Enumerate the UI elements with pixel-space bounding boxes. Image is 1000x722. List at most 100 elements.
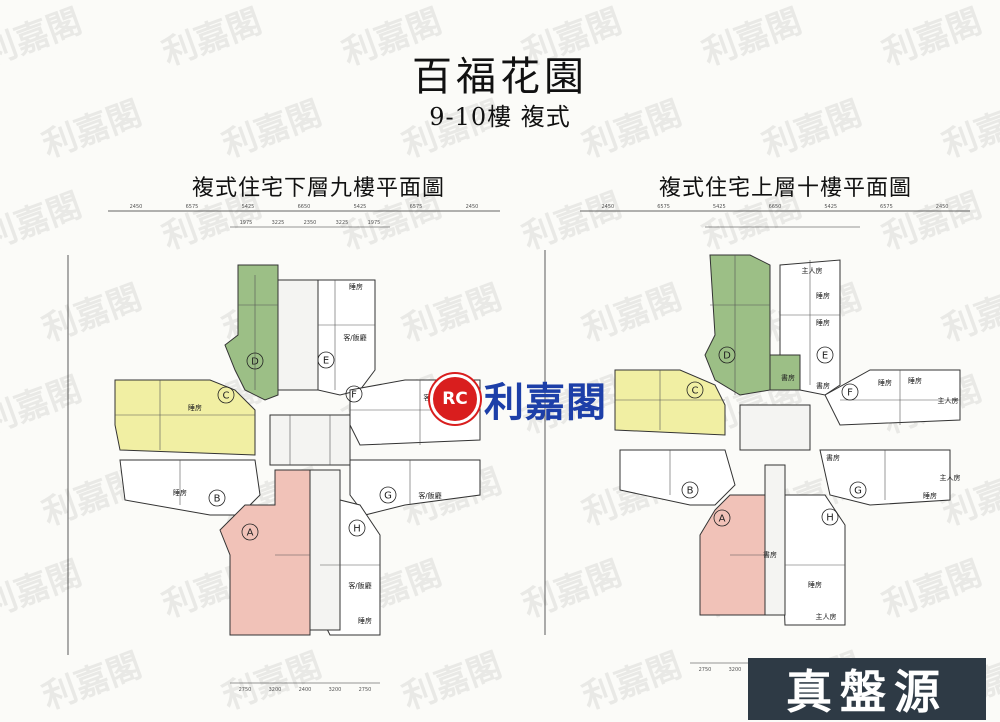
unit-letter-circle (348, 519, 366, 537)
dimension-label: 2750 (699, 667, 712, 673)
room-label: 客/飯廳 (418, 491, 441, 500)
dimension-label: 3225 (336, 220, 349, 226)
agency-logo: RC 利嘉閣 (430, 370, 607, 428)
room-label: 睡房 (923, 491, 937, 500)
page-title: 百福花園 (412, 54, 588, 100)
unit-letter-d: D (251, 357, 259, 368)
dimension-label: 2450 (466, 204, 479, 210)
unit-letter-d: D (723, 351, 731, 362)
unit-letter-b: B (214, 494, 221, 505)
central-core (739, 404, 811, 451)
dimension-label: 2750 (239, 687, 252, 693)
unit-letter-circle (246, 352, 264, 370)
room-label: 書房 (826, 453, 840, 462)
top-dimension-sub-labels: 1975 3225 2350 3225 1975 (240, 220, 381, 226)
rc-logo-icon: RC (430, 374, 480, 424)
dimension-label: 3200 (269, 687, 282, 693)
unit-letter-circle (317, 351, 335, 369)
unit-c-area (614, 369, 726, 436)
room-label: 睡房 (808, 580, 822, 589)
unit-letter-circle (821, 508, 839, 526)
unit-letter-circle (816, 346, 834, 364)
core-top (769, 354, 801, 391)
lower-floor-plan-label: 複式住宅下層九樓平面圖 (192, 176, 446, 201)
room-label: 睡房 (878, 378, 892, 387)
dimension-label: 5425 (713, 204, 726, 210)
unit-f-area (824, 369, 961, 426)
unit-letter-circle (718, 346, 736, 364)
unit-letter-g: G (854, 486, 862, 497)
unit-letter-b: B (687, 486, 694, 497)
room-label: 客/飯廳 (343, 333, 366, 342)
unit-b-area (619, 449, 736, 506)
dimension-label: 5425 (824, 204, 837, 210)
room-labels: 主人房睡房睡房書房書房睡房睡房主人房書房睡房主人房書房睡房主人房 (763, 266, 961, 621)
room-label: 客/飯廳 (348, 581, 371, 590)
dimension-label: 5425 (354, 204, 367, 210)
unit-letter-h: H (826, 513, 834, 524)
dimension-label: 6575 (880, 204, 893, 210)
dimension-label: 3200 (729, 667, 742, 673)
unit-letter-a: A (719, 514, 726, 525)
dimension-label: 5425 (242, 204, 255, 210)
room-label: 睡房 (816, 318, 830, 327)
room-label: 書房 (816, 381, 830, 390)
unit-d-area (224, 264, 279, 401)
unit-b-area (119, 459, 261, 516)
unit-g-area (349, 459, 481, 516)
unit-letter-circle (241, 523, 259, 541)
dimension-label: 3200 (329, 687, 342, 693)
logo-text: 利嘉閣 (484, 379, 607, 426)
dimension-label: 2400 (299, 687, 312, 693)
central-core (269, 414, 351, 466)
dimension-label: 2450 (130, 204, 143, 210)
dimension-label: 1975 (368, 220, 381, 226)
unit-letter-circle (379, 486, 397, 504)
unit-letter-circle (681, 481, 699, 499)
top-dimension-labels: 2450 6575 5425 6650 5425 6575 2450 (130, 204, 479, 210)
dimension-label: 6575 (657, 204, 670, 210)
bottom-dimension-labels: 2750 3200 2400 3200 2750 (239, 687, 372, 693)
room-label: 睡房 (358, 616, 372, 625)
unit-letter-f: F (847, 388, 853, 399)
room-label: 睡房 (908, 376, 922, 385)
upper-floor-plan-label: 複式住宅上層十樓平面圖 (659, 176, 913, 201)
dimension-label: 1975 (240, 220, 253, 226)
unit-h-area (779, 494, 846, 626)
unit-letter-circle (345, 385, 363, 403)
unit-letter-c: C (223, 391, 230, 402)
dimension-label: 6575 (410, 204, 423, 210)
dimension-label: 2750 (359, 687, 372, 693)
unit-letter-a: A (247, 528, 254, 539)
room-label: 睡房 (816, 291, 830, 300)
page-subtitle: 9-10樓 複式 (429, 103, 571, 131)
room-label: 書房 (763, 550, 777, 559)
room-label: 書房 (781, 373, 795, 382)
unit-letter-c: C (692, 386, 699, 397)
unit-letter-circle (713, 509, 731, 527)
room-label: 睡房 (349, 282, 363, 291)
unit-letter-circle (208, 489, 226, 507)
dimension-label: 6575 (186, 204, 199, 210)
dimension-label: 3225 (272, 220, 285, 226)
room-label: 睡房 (173, 488, 187, 497)
unit-letter-g: G (384, 491, 392, 502)
core-bottom (764, 464, 786, 616)
unit-letter-circle (841, 383, 859, 401)
room-label: 主人房 (938, 396, 959, 405)
lower-floor-plan: 2450 6575 5425 6650 5425 6575 2450 1975 3225 235… (67, 204, 500, 693)
unit-letter-e: E (323, 356, 329, 367)
dimension-label: 2350 (304, 220, 317, 226)
unit-letter-circle (686, 381, 704, 399)
dimension-label: 6650 (769, 204, 782, 210)
unit-c-area (114, 379, 256, 456)
unit-d-area (704, 254, 771, 396)
dimension-label: 6650 (298, 204, 311, 210)
interior-partitions (615, 255, 960, 566)
dimension-label: 2450 (936, 204, 949, 210)
room-label: 主人房 (802, 266, 823, 275)
authentic-listing-stamp: 真盤源 (748, 658, 986, 720)
